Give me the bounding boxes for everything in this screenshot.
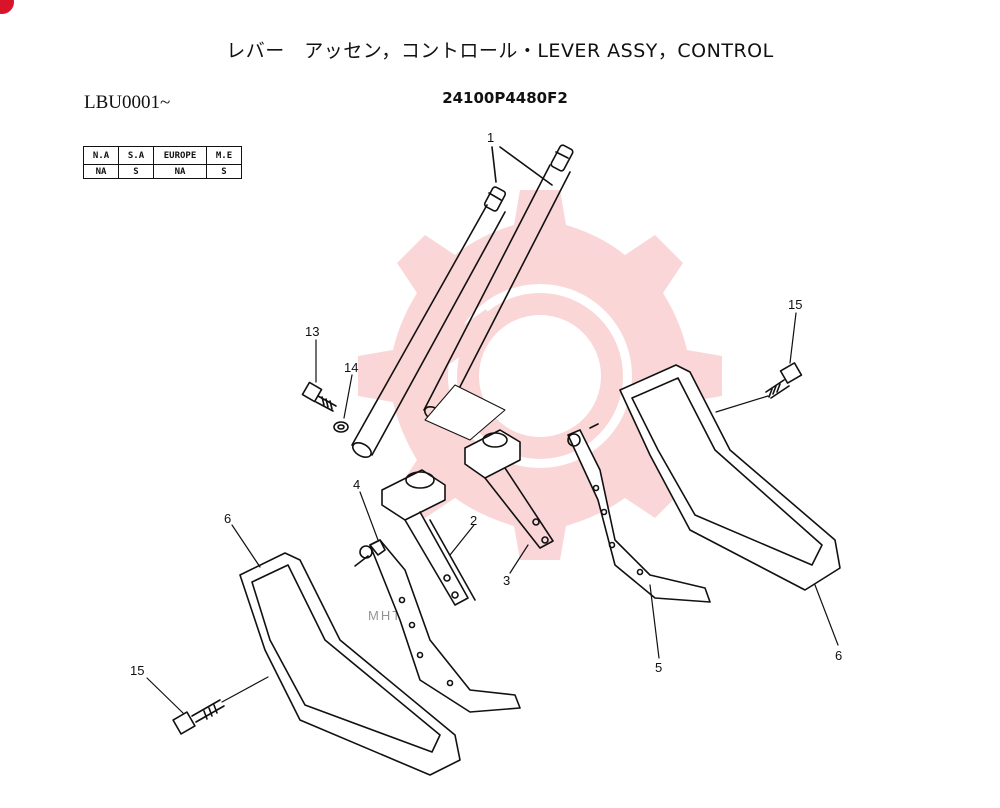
bolt-part-15-lower [172, 699, 225, 735]
pedal-pad-left-part-6 [239, 552, 461, 776]
market-value-sa: S [118, 164, 154, 179]
callout-6-right: 6 [835, 648, 842, 663]
lever-rod-left [351, 186, 507, 459]
callout-labels: 1 2 3 4 5 6 6 13 14 15 15 [130, 130, 842, 678]
callout-4: 4 [353, 477, 360, 492]
market-value-na: NA [83, 164, 119, 179]
market-table: N.A S.A EUROPE M.E NA S NA S [83, 146, 242, 179]
clamp-left-part-2 [381, 469, 476, 606]
market-value-me: S [206, 164, 242, 179]
callout-1: 1 [487, 130, 494, 145]
watermark-gear-logo [358, 190, 722, 560]
pedal-arm-right-part-5 [567, 423, 711, 603]
callout-15-upper: 15 [788, 297, 802, 312]
callout-3: 3 [503, 573, 510, 588]
callout-14: 14 [344, 360, 358, 375]
serial-range: LBU0001~ [84, 92, 171, 113]
callout-6-left: 6 [224, 511, 231, 526]
pedal-pad-right-part-6 [619, 364, 841, 591]
callout-2: 2 [470, 513, 477, 528]
callout-13: 13 [305, 324, 319, 339]
pedal-arm-left-part-4 [354, 539, 521, 713]
washer-part-14 [333, 421, 349, 433]
page-title: レバー アッセン，コントロール・LEVER ASSY，CONTROL [226, 40, 774, 62]
clamp-right-part-3 [424, 384, 554, 549]
callout-5: 5 [655, 660, 662, 675]
part-number: 24100P4480F2 [442, 89, 568, 107]
market-table-value-row: NA S NA S [83, 164, 242, 179]
bolt-part-15-upper [765, 362, 803, 399]
callout-15-lower: 15 [130, 663, 144, 678]
bolt-part-13 [301, 381, 337, 412]
